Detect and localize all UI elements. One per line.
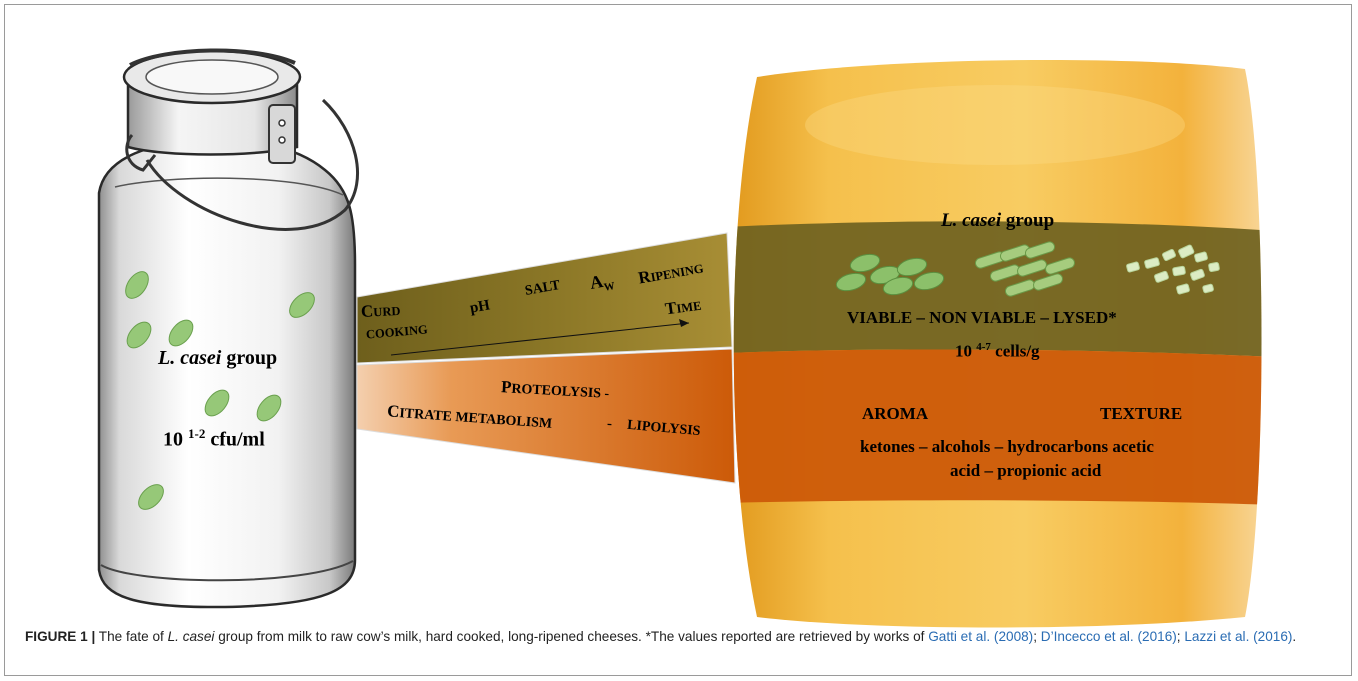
- reference-link-gatti[interactable]: Gatti et al. (2008): [928, 629, 1033, 644]
- aroma-compounds-line2: acid – propionic acid: [950, 461, 1101, 481]
- aroma-band: [725, 350, 1275, 505]
- milk-count-base: 10: [163, 429, 183, 451]
- reference-link-lazzi[interactable]: Lazzi et al. (2016): [1184, 629, 1292, 644]
- milk-count: 10 1-2 cfu/ml: [163, 426, 265, 452]
- viability-band: [725, 221, 1275, 357]
- texture-label: TEXTURE: [1100, 404, 1182, 424]
- factor-curd: CURD: [361, 300, 401, 322]
- milk-group-word: group: [226, 347, 277, 369]
- cheese-count-unit: cells/g: [995, 342, 1039, 361]
- aroma-compounds-line1: ketones – alcohols – hydrocarbons acetic: [860, 437, 1154, 457]
- cheese-bacteria-states: VIABLE – NON VIABLE – LYSED*: [847, 308, 1117, 328]
- cheese-group-word: group: [1006, 210, 1054, 231]
- cheese-species-name: L. casei: [941, 210, 1001, 231]
- factor-ph: pH: [469, 297, 492, 317]
- caption-species: L. casei: [168, 629, 215, 644]
- milk-can: [99, 50, 358, 607]
- milk-count-unit: cfu/ml: [210, 429, 264, 451]
- cheese-count-exponent: 4-7: [976, 341, 991, 353]
- factor-water-activity: AW: [588, 269, 616, 296]
- milk-count-exponent: 1-2: [188, 426, 205, 441]
- cheese-count-base: 10: [955, 342, 972, 361]
- figure-illustration: [5, 5, 1353, 677]
- cheese-group-label: L. casei group: [941, 210, 1054, 232]
- reference-link-dincecco[interactable]: D’Incecco et al. (2016): [1041, 629, 1177, 644]
- aroma-label: AROMA: [862, 404, 928, 424]
- caption-label: FIGURE 1 |: [25, 629, 95, 644]
- figure-caption: FIGURE 1 | The fate of L. casei group fr…: [25, 627, 1340, 646]
- cheese-count: 10 4-7 cells/g: [955, 341, 1040, 362]
- figure-frame: L. casei group 10 1-2 cfu/ml CURD COOKIN…: [4, 4, 1352, 676]
- milk-species-name: L. casei: [158, 347, 221, 369]
- milk-group-label: L. casei group: [158, 347, 277, 370]
